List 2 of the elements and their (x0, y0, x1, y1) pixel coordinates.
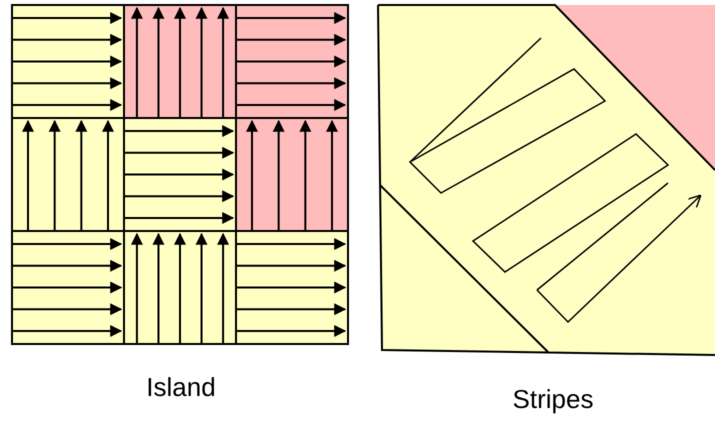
caption: Stripes (512, 384, 594, 415)
caption: Island (146, 372, 216, 403)
